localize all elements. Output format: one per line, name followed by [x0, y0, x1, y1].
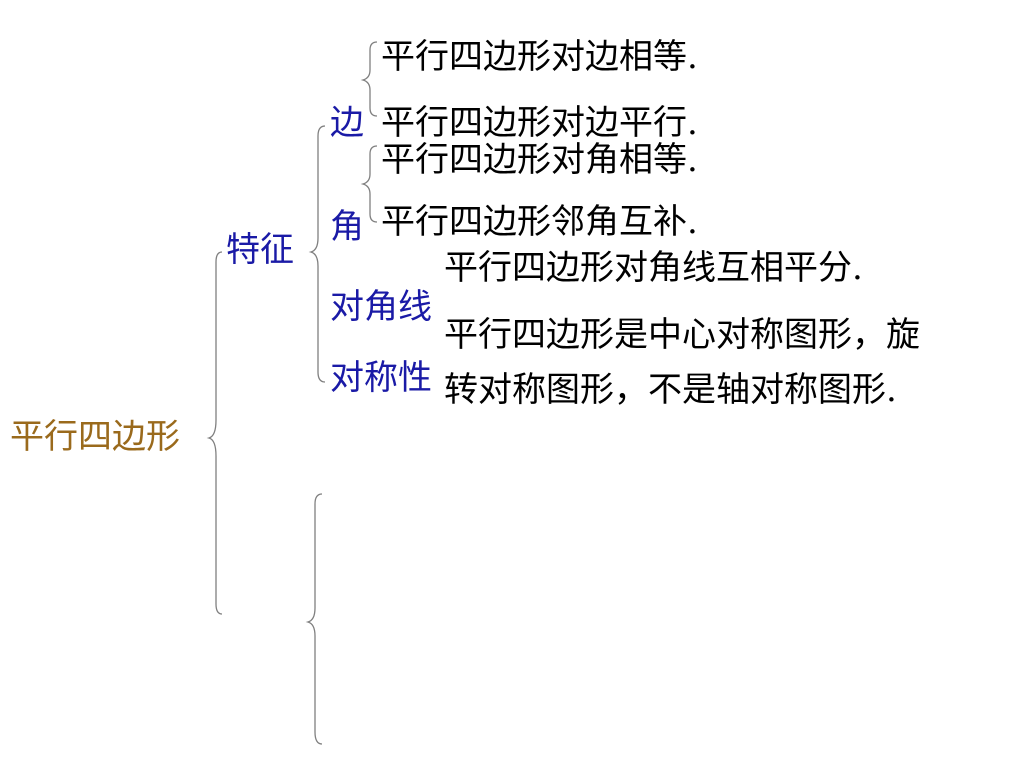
angle-brace [360, 145, 378, 223]
feature-label: 特征 [226, 230, 294, 270]
feature-brace [308, 125, 326, 383]
root-brace [206, 251, 223, 615]
root-label: 平行四边形 [10, 417, 180, 457]
aspect-angle-label: 角 [330, 207, 364, 247]
statement-side-parallel: 平行四边形对边平行. [381, 103, 698, 143]
statement-side-equal: 平行四边形对边相等. [381, 37, 698, 77]
aspect-symmetry-label: 对称性 [330, 358, 432, 398]
statement-diagonal-bisect: 平行四边形对角线互相平分. [444, 248, 863, 288]
empty-brace [305, 493, 323, 745]
aspect-diagonal-label: 对角线 [330, 287, 432, 327]
statement-symmetry-line2: 转对称图形，不是轴对称图形. [444, 370, 897, 410]
statement-angle-supplementary: 平行四边形邻角互补. [381, 202, 698, 242]
aspect-side-label: 边 [330, 103, 364, 143]
statement-symmetry-line1: 平行四边形是中心对称图形，旋 [444, 315, 920, 355]
statement-angle-equal: 平行四边形对角相等. [381, 140, 698, 180]
side-brace [360, 41, 378, 117]
